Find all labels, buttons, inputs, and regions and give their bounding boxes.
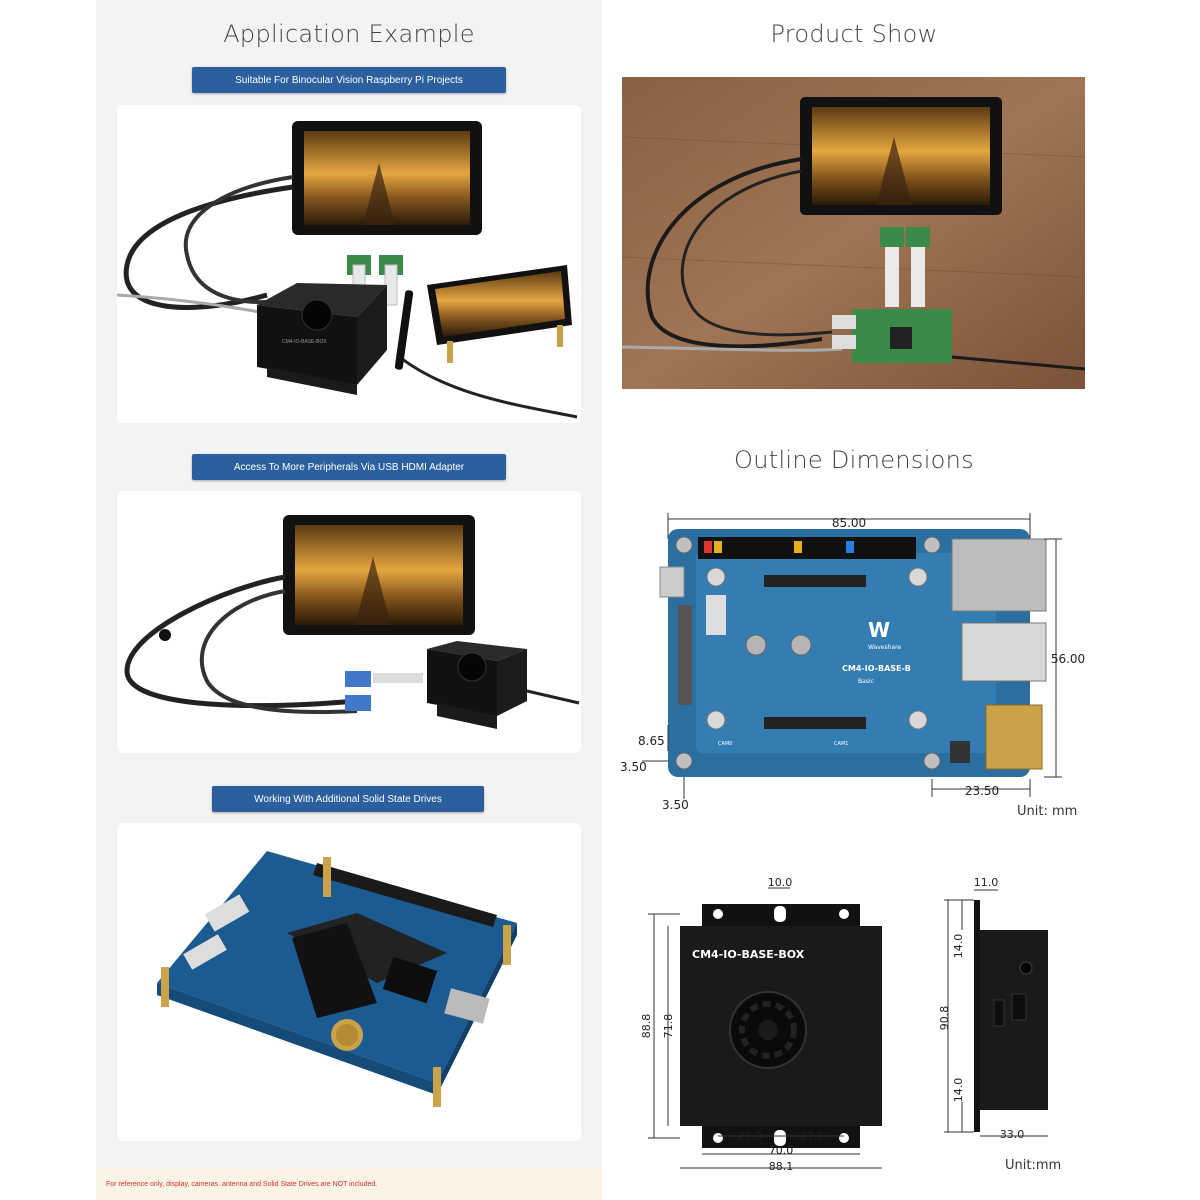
dim-box-height-outer: 88.8 — [640, 1014, 653, 1039]
box-dimension-drawing: 10.0 CM4-IO-BASE-BOX 88.8 71.8 27.0 27.0… — [640, 876, 882, 1173]
cam1-label: CAM1 — [834, 741, 848, 747]
dim-23-50: 23.50 — [965, 784, 999, 798]
dim-box-width-outer: 88.1 — [769, 1160, 794, 1173]
application-example-title: Application Example — [223, 20, 475, 48]
dim-3-50-left: 3.50 — [620, 760, 647, 774]
cam0-label: CAM0 — [718, 741, 732, 747]
dim-box-height-inner: 71.8 — [662, 1014, 675, 1039]
side-unit-label: Unit:mm — [1005, 1158, 1062, 1173]
footer-disclaimer: For reference only, display, cameras, an… — [96, 1168, 602, 1200]
product-show-illustration — [622, 77, 1085, 389]
photo-ssd-board — [117, 823, 581, 1141]
dim-8-65: 8.65 — [638, 734, 665, 748]
usb-port — [961, 622, 1047, 682]
banner-solid-state: Working With Additional Solid State Driv… — [212, 786, 484, 812]
dim-side-mid: 90.8 — [940, 1006, 951, 1031]
dim-side-14-top: 14.0 — [952, 934, 965, 959]
waveshare-logo-icon: W — [868, 618, 890, 642]
board-sub: Basic — [858, 678, 874, 685]
photo-binocular-setup: CM4-IO-BASE-BOX — [117, 105, 581, 423]
ssd-board-illustration — [157, 851, 517, 1107]
banner-usb-hdmi: Access To More Peripherals Via USB HDMI … — [192, 454, 506, 480]
side-ear — [974, 900, 980, 1132]
dim-box-27-left: 27.0 — [738, 1130, 763, 1143]
dim-board-width: 85.00 — [832, 516, 866, 530]
product-show-title: Product Show — [770, 20, 938, 48]
dim-side-14-bottom: 14.0 — [952, 1078, 965, 1103]
board-dimension-drawing: 85.00 W Waveshare CM4-IO-BASE-B Basic CA… — [620, 513, 1085, 812]
dim-box-top: 10.0 — [768, 876, 793, 889]
dim-board-height: 56.00 — [1051, 652, 1085, 666]
photo-usb-hdmi-setup — [117, 491, 581, 753]
dim-box-27-right: 27.0 — [800, 1130, 825, 1143]
banner-binocular-vision: Suitable For Binocular Vision Raspberry … — [192, 67, 506, 93]
dim-box-width-inner: 70.0 — [769, 1144, 794, 1157]
ethernet-port — [951, 538, 1047, 612]
dim-side-bottom: 33.0 — [1000, 1128, 1025, 1141]
side-dimension-drawing: 11.0 14.0 90.8 14.0 33.0 — [940, 876, 1048, 1141]
hdmi-port — [985, 704, 1043, 770]
box-label-small: CM4-IO-BASE-BOX — [282, 339, 327, 345]
board-unit-label: Unit: mm — [1017, 804, 1078, 819]
gpio-header — [698, 537, 916, 559]
box-label: CM4-IO-BASE-BOX — [692, 948, 805, 961]
outline-dimensions-title: Outline Dimensions — [734, 446, 974, 474]
photo-product-show — [622, 77, 1085, 389]
board-name: CM4-IO-BASE-B — [842, 664, 911, 673]
dim-side-top: 11.0 — [974, 876, 999, 889]
board-logo-sub: Waveshare — [868, 644, 901, 651]
binocular-setup-illustration: CM4-IO-BASE-BOX — [117, 121, 578, 419]
usb-hdmi-illustration — [124, 515, 580, 729]
dim-3-50-bottom: 3.50 — [662, 798, 689, 812]
